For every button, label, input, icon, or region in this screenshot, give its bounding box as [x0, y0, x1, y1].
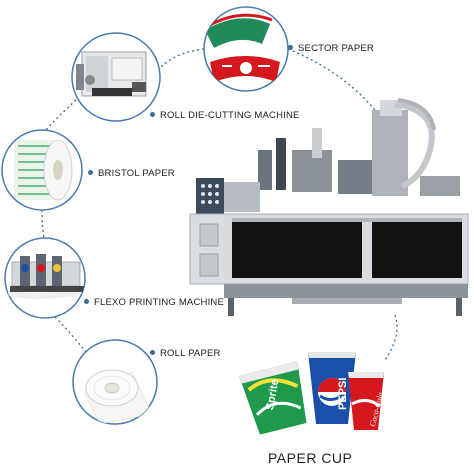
product-label-paper-cup: PAPER CUP — [268, 450, 353, 466]
die-cutting-machine-circle — [71, 32, 161, 122]
sprite-brand-text: Sprite — [264, 378, 281, 411]
dot-roll-paper — [150, 350, 155, 355]
sector-paper-circle — [203, 6, 289, 92]
step-label-sector-paper: SECTOR PAPER — [298, 43, 374, 54]
dot-die-cutting — [150, 112, 155, 117]
dot-flexo-printing — [84, 299, 89, 304]
bristol-paper-circle — [1, 129, 83, 211]
roll-paper-circle — [72, 339, 158, 425]
step-label-roll-paper: ROLL PAPER — [160, 348, 221, 359]
pepsi-brand-text: PEPSI — [337, 378, 349, 410]
paper-cup-machine — [189, 98, 469, 316]
step-label-bristol-paper: BRISTOL PAPER — [98, 168, 175, 179]
flexo-printing-machine-circle — [4, 237, 86, 319]
step-label-flexo-printing-machine: FLEXO PRINTING MACHINE — [94, 297, 225, 308]
paper-cups — [239, 352, 384, 435]
dot-sector-paper — [288, 45, 293, 50]
step-label-roll-die-cutting-machine: ROLL DIE-CUTTING MACHINE — [160, 110, 300, 121]
dot-bristol-paper — [88, 170, 93, 175]
